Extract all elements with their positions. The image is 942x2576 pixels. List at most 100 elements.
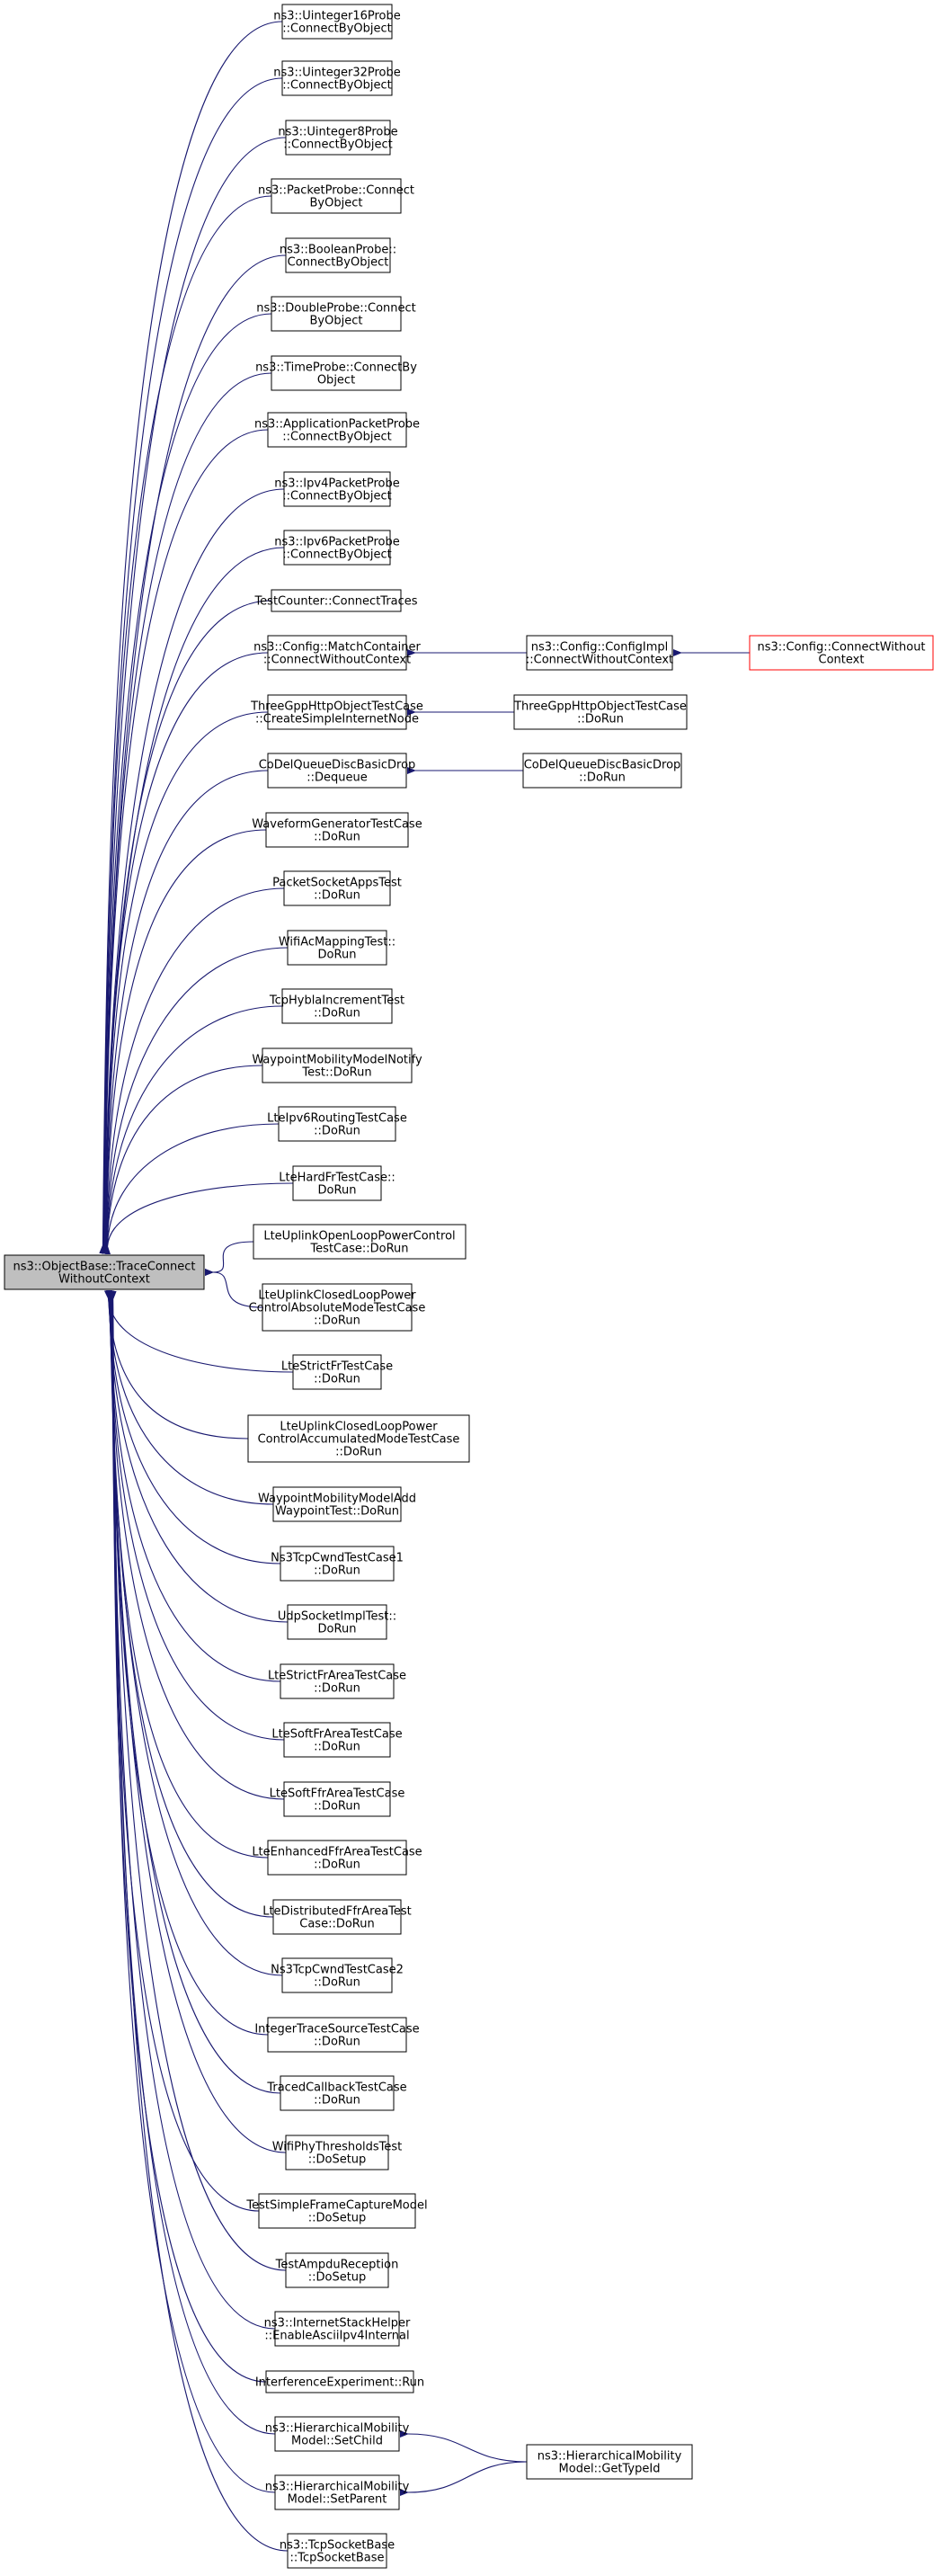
caller-node-c03[interactable]: ns3::Uinteger8Probe::ConnectByObject <box>278 120 398 156</box>
second-level-node-s3-box <box>522 753 682 789</box>
edge-c13-to-root <box>102 711 269 1254</box>
caller-node-c05-label-line: ns3::BooleanProbe:: <box>280 244 396 257</box>
second-level-node-s4-box <box>526 2444 693 2480</box>
caller-node-c25[interactable]: LteUplinkClosedLoopPowerControlAccumulat… <box>247 1414 470 1463</box>
caller-node-c07[interactable]: ns3::TimeProbe::ConnectByObject <box>255 355 417 391</box>
caller-node-c27-label-line: Ns3TcpCwndTestCase1 <box>271 1552 404 1565</box>
caller-node-c10[interactable]: ns3::Ipv6PacketProbe::ConnectByObject <box>274 530 400 566</box>
caller-node-c05[interactable]: ns3::BooleanProbe::ConnectByObject <box>280 237 396 273</box>
edge-c33-to-root <box>106 1290 274 1918</box>
caller-node-c29[interactable]: LteStrictFrAreaTestCase::DoRun <box>268 1663 406 1699</box>
caller-node-c23-box <box>262 1283 413 1332</box>
caller-node-c44[interactable]: ns3::TcpSocketBase::TcpSocketBase <box>280 2533 395 2569</box>
caller-node-c14[interactable]: CoDelQueueDiscBasicDrop::Dequeue <box>259 753 416 789</box>
caller-node-c18[interactable]: TcpHyblaIncrementTest::DoRun <box>269 988 404 1024</box>
caller-node-c13[interactable]: ThreeGppHttpObjectTestCase::CreateSimple… <box>250 694 423 730</box>
caller-node-c34[interactable]: Ns3TcpCwndTestCase2::DoRun <box>271 1957 404 1993</box>
caller-node-c27-label-line: ::DoRun <box>314 1564 360 1578</box>
caller-node-c37[interactable]: WifiPhyThresholdsTest::DoSetup <box>272 2135 403 2170</box>
second-level-node-s2[interactable]: ThreeGppHttpObjectTestCase::DoRun <box>513 694 688 730</box>
caller-node-c30[interactable]: LteSoftFrAreaTestCase::DoRun <box>271 1722 403 1758</box>
caller-node-c02[interactable]: ns3::Uinteger32Probe::ConnectByObject <box>273 60 401 96</box>
third-level-node-t1[interactable]: ns3::Config::ConnectWithoutContext <box>749 635 934 671</box>
edge-c42-to-root <box>109 1291 276 2435</box>
caller-node-c22[interactable]: LteUplinkOpenLoopPowerControlTestCase::D… <box>253 1224 467 1260</box>
caller-node-c20[interactable]: LteIpv6RoutingTestCase::DoRun <box>267 1106 407 1142</box>
caller-node-c41[interactable]: InterferenceExperiment::Run <box>255 2370 424 2393</box>
caller-node-c29-box <box>280 1663 395 1699</box>
caller-node-c18-label-line: TcpHyblaIncrementTest <box>269 994 404 1008</box>
caller-node-c21[interactable]: LteHardFrTestCase::DoRun <box>279 1165 395 1201</box>
caller-node-c41-box <box>265 2370 414 2393</box>
caller-node-c29-label-line: LteStrictFrAreaTestCase <box>268 1670 406 1683</box>
caller-node-c35[interactable]: IntegerTraceSourceTestCase::DoRun <box>254 2017 420 2053</box>
caller-node-c02-label-line: ns3::Uinteger32Probe <box>273 67 401 80</box>
caller-node-c43-box <box>274 2474 400 2510</box>
caller-node-c40-box <box>274 2311 400 2347</box>
caller-node-c32[interactable]: LteEnhancedFfrAreaTestCase::DoRun <box>252 1840 422 1876</box>
caller-node-c28[interactable]: UdpSocketImplTest::DoRun <box>278 1604 396 1640</box>
caller-node-c11[interactable]: TestCounter::ConnectTraces <box>253 589 418 612</box>
caller-node-c14-label-line: ::Dequeue <box>307 771 368 785</box>
caller-node-c20-label-line: ::DoRun <box>314 1125 360 1138</box>
caller-node-c04-label-line: ns3::PacketProbe::Connect <box>258 184 414 198</box>
caller-node-c16-label-line: ::DoRun <box>314 889 360 903</box>
caller-node-c42-box <box>274 2416 400 2452</box>
second-level-node-s3-label-line: CoDelQueueDiscBasicDrop <box>524 759 681 772</box>
caller-node-c26[interactable]: WaypointMobilityModelAddWaypointTest::Do… <box>258 1486 416 1522</box>
caller-node-c21-label-line: LteHardFrTestCase:: <box>279 1172 395 1185</box>
caller-node-c11-box <box>271 589 402 612</box>
caller-node-c43[interactable]: ns3::HierarchicalMobilityModel::SetParen… <box>265 2474 410 2510</box>
caller-node-c04[interactable]: ns3::PacketProbe::ConnectByObject <box>258 178 414 214</box>
caller-node-c30-label-line: ::DoRun <box>314 1741 360 1754</box>
second-level-node-s2-label-line: ::DoRun <box>577 713 624 726</box>
caller-node-c06[interactable]: ns3::DoubleProbe::ConnectByObject <box>256 296 416 332</box>
edge-c14-to-root <box>102 770 269 1254</box>
caller-node-c30-box <box>283 1722 391 1758</box>
caller-node-c35-box <box>267 2017 407 2053</box>
caller-node-c22-label-line: LteUplinkOpenLoopPowerControl <box>263 1230 455 1243</box>
second-level-node-s4[interactable]: ns3::HierarchicalMobilityModel::GetTypeI… <box>526 2444 693 2480</box>
second-level-node-s3[interactable]: CoDelQueueDiscBasicDrop::DoRun <box>522 753 682 789</box>
caller-node-c08-label-line: ::ConnectByObject <box>282 431 391 444</box>
caller-node-c27[interactable]: Ns3TcpCwndTestCase1::DoRun <box>271 1546 404 1582</box>
caller-node-c23[interactable]: LteUplinkClosedLoopPowerControlAbsoluteM… <box>249 1283 426 1332</box>
edge-c06-to-root <box>100 313 272 1254</box>
root-node[interactable]: ns3::ObjectBase::TraceConnectWithoutCont… <box>4 1254 205 1290</box>
caller-node-c15[interactable]: WaveformGeneratorTestCase::DoRun <box>252 812 422 848</box>
caller-node-c12-box <box>267 635 407 671</box>
caller-node-c34-label-line: Ns3TcpCwndTestCase2 <box>271 1964 404 1977</box>
edge-c18-to-root <box>102 1005 283 1254</box>
caller-node-c40[interactable]: ns3::InternetStackHelper::EnableAsciiIpv… <box>264 2311 411 2347</box>
edge-c31-to-root <box>106 1290 285 1800</box>
caller-node-c12[interactable]: ns3::Config::MatchContainer::ConnectWith… <box>253 635 422 671</box>
caller-node-c07-box <box>271 355 402 391</box>
caller-node-c39[interactable]: TestAmpduReception::DoSetup <box>275 2252 399 2288</box>
caller-node-c31[interactable]: LteSoftFfrAreaTestCase::DoRun <box>270 1781 405 1817</box>
caller-node-c08[interactable]: ns3::ApplicationPacketProbe::ConnectByOb… <box>254 412 420 448</box>
caller-node-c01[interactable]: ns3::Uinteger16Probe::ConnectByObject <box>273 4 401 40</box>
second-level-node-s1-label-line: ns3::Config::ConfigImpl <box>531 641 669 655</box>
caller-node-c16[interactable]: PacketSocketAppsTest::DoRun <box>272 870 402 906</box>
caller-node-c09[interactable]: ns3::Ipv4PacketProbe::ConnectByObject <box>274 471 400 507</box>
caller-node-c35-label-line: IntegerTraceSourceTestCase <box>254 2023 419 2037</box>
edge-c25-to-root <box>104 1289 249 1440</box>
root-node-label-line: WithoutContext <box>58 1273 150 1287</box>
caller-node-c17[interactable]: WifiAcMappingTest::DoRun <box>279 930 395 966</box>
root-node-label-line: ns3::ObjectBase::TraceConnect <box>13 1261 195 1274</box>
second-level-node-s1[interactable]: ns3::Config::ConfigImpl::ConnectWithoutC… <box>526 635 673 671</box>
caller-node-c36[interactable]: TracedCallbackTestCase::DoRun <box>266 2075 407 2111</box>
caller-node-c27-box <box>280 1546 395 1582</box>
caller-node-c36-box <box>280 2075 395 2111</box>
caller-node-c24[interactable]: LteStrictFrTestCase::DoRun <box>281 1354 393 1390</box>
edge-s4-to-c43 <box>399 2461 528 2497</box>
caller-node-c19-box <box>262 1047 413 1083</box>
caller-node-c19-label-line: WaypointMobilityModelNotify <box>252 1054 422 1067</box>
call-edges <box>99 21 751 2552</box>
third-level-node-t1-label-line: ns3::Config::ConnectWithout <box>757 641 925 655</box>
caller-node-c38[interactable]: TestSimpleFrameCaptureModel::DoSetup <box>245 2193 428 2229</box>
